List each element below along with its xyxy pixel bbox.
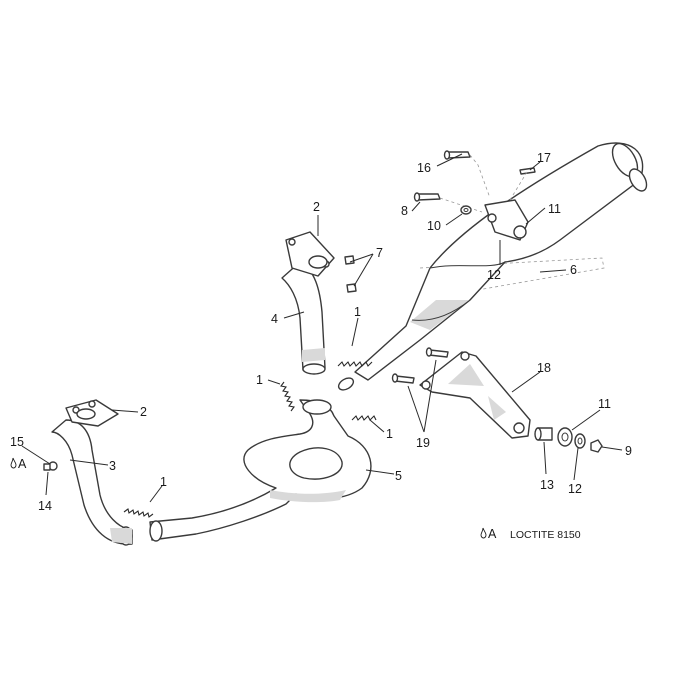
callout-11-bottom: 11	[598, 397, 611, 411]
loctite-marker: A	[10, 457, 27, 471]
callout-11-top: 11	[548, 202, 561, 216]
grommet-part-11	[557, 427, 573, 447]
callout-3: 3	[109, 459, 116, 473]
stud-part-14	[43, 463, 51, 471]
legend-symbol: A	[488, 527, 497, 541]
callout-10: 10	[427, 219, 441, 233]
header-pipe-part-3	[51, 419, 133, 546]
bolt-part-16	[443, 150, 491, 199]
flange-part-2-bottom	[65, 399, 119, 427]
header-pipe-part-4	[281, 261, 326, 375]
callout-12-bottom: 12	[568, 482, 582, 496]
callout-1-left: 1	[256, 373, 263, 387]
callout-1-top: 1	[354, 305, 361, 319]
bracket-part-18	[419, 351, 531, 439]
spring-part-1-a	[337, 361, 373, 367]
callout-15: 15	[10, 435, 24, 449]
callout-5: 5	[395, 469, 402, 483]
callout-2-top: 2	[313, 200, 320, 214]
legend-text: LOCTITE 8150	[510, 529, 581, 541]
washer-part-12	[574, 433, 586, 449]
spring-part-1-c	[351, 415, 377, 421]
drop-icon	[10, 457, 17, 469]
callout-13: 13	[540, 478, 554, 492]
callout-7: 7	[376, 246, 383, 260]
callout-6: 6	[570, 263, 577, 277]
callout-19: 19	[416, 436, 430, 450]
leader-lines	[21, 153, 623, 503]
flange-part-2-top	[285, 231, 335, 277]
nut-part-7	[344, 255, 357, 293]
callout-1-bottom: 1	[160, 475, 167, 489]
callout-9: 9	[625, 444, 632, 458]
washer-part-10	[460, 205, 472, 215]
loctite-marker-letter: A	[18, 457, 27, 471]
silencer-part-6	[337, 142, 648, 391]
callout-2-bottom: 2	[140, 405, 147, 419]
collector-pipe-part-5	[149, 399, 372, 542]
callout-4: 4	[271, 312, 278, 326]
callout-17: 17	[537, 151, 551, 165]
spring-part-1-b	[280, 381, 295, 412]
callout-8: 8	[401, 204, 408, 218]
spring-part-1-d	[123, 508, 154, 518]
callout-14: 14	[38, 499, 52, 513]
callout-18: 18	[537, 361, 551, 375]
callout-12-top: 12	[487, 268, 501, 282]
callout-1-right: 1	[386, 427, 393, 441]
bolt-part-19	[391, 347, 449, 384]
callout-labels: 2 7 4 1 1 1 5 1 2 3 15 14 16 8 10 17 11 …	[10, 151, 632, 513]
nut-part-9	[590, 439, 603, 453]
callout-16: 16	[417, 161, 431, 175]
bolt-part-8	[413, 192, 483, 213]
drop-icon	[480, 527, 487, 539]
spacer-part-13	[534, 427, 553, 441]
legend: A LOCTITE 8150	[480, 527, 581, 541]
